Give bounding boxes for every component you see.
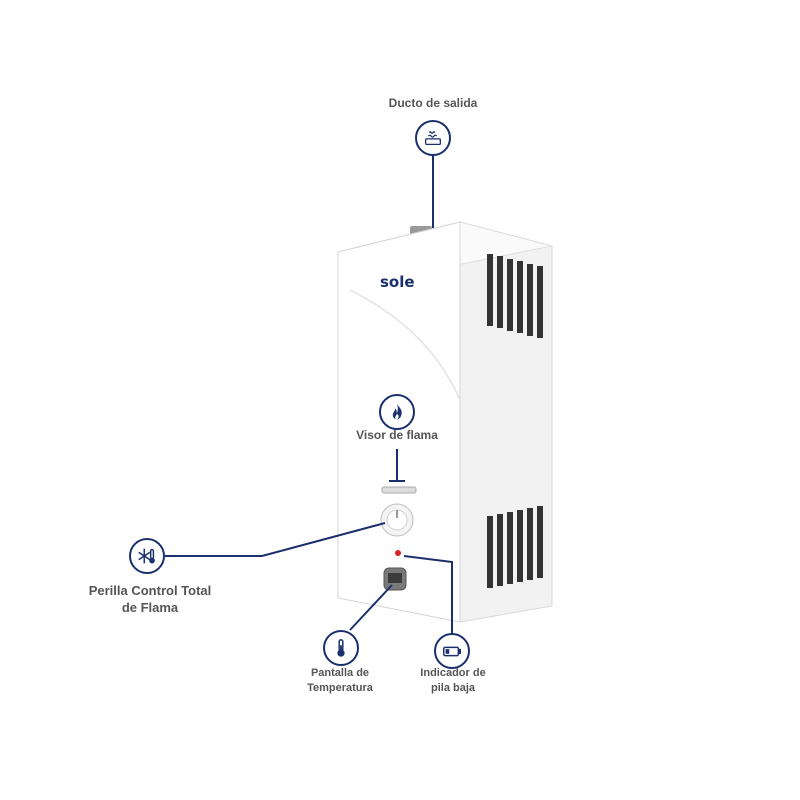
- snowflake-thermometer-icon: [129, 538, 165, 574]
- side-vent-bottom: [487, 506, 543, 588]
- knob-label-line2: de Flama: [121, 600, 179, 615]
- brand-logo: sole: [380, 273, 415, 291]
- temperature-label-line1: Pantalla de: [310, 667, 370, 679]
- knob-label: Perilla Control Total de Flama: [70, 582, 230, 616]
- exhaust-duct-label: Ducto de salida: [388, 96, 478, 110]
- exhaust-duct-icon: [415, 120, 451, 156]
- temperature-display-label: Pantalla de Temperatura: [280, 666, 400, 696]
- leader-lines: [165, 156, 453, 637]
- low-battery-label: Indicador de pila baja: [393, 666, 513, 696]
- battery-label-line1: Indicador de: [420, 667, 486, 679]
- thermometer-icon: [323, 630, 359, 666]
- flame-viewer-window: [381, 486, 417, 494]
- low-battery-led: [395, 550, 401, 556]
- front-panel-curve: [349, 289, 461, 401]
- battery-label-line2: pila baja: [430, 682, 476, 694]
- temperature-label-line2: Temperatura: [307, 682, 373, 694]
- flame-viewer-label: Visor de flama: [356, 428, 438, 442]
- flame-icon: [379, 394, 415, 430]
- knob-label-line1: Perilla Control Total: [88, 583, 212, 598]
- battery-icon: [434, 633, 470, 669]
- side-vent-top: [487, 254, 543, 338]
